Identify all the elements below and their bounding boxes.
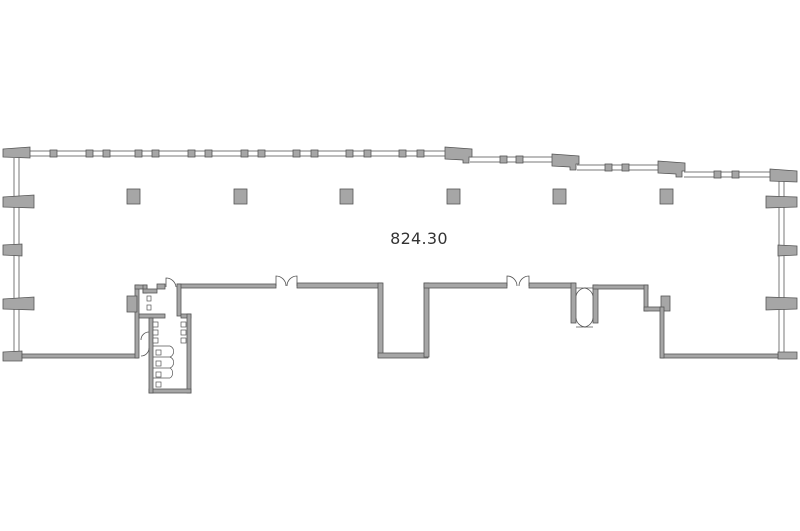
area-label: 824.30 (390, 229, 448, 248)
doors (140, 275, 594, 357)
core-walls (21, 282, 779, 394)
interior-columns (126, 188, 674, 205)
window-wall (13, 150, 785, 352)
facade-columns (2, 146, 798, 362)
restroom-fixtures (146, 295, 187, 388)
